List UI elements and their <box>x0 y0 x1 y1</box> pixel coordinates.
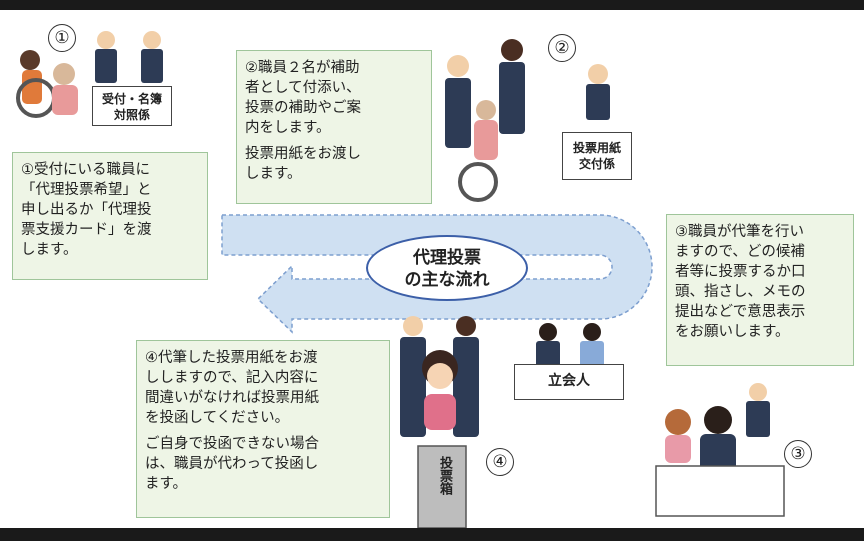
step-number-1: ① <box>48 24 76 52</box>
step-4-note: ④代筆した投票用紙をお渡 ししますので、記入内容に 間違いがなければ投票用紙 を… <box>136 340 390 518</box>
step-1-note: ①受付にいる職員に 「代理投票希望」と 申し出るか「代理投 票支援カード」を渡 … <box>12 152 208 280</box>
step-3-note: ③職員が代筆を行い ますので、どの候補 者等に投票するか口 頭、指さし、メモの … <box>666 214 854 366</box>
flow-arrow <box>221 214 653 334</box>
step-number-4: ④ <box>486 448 514 476</box>
people-ballot-box-icon <box>400 316 604 528</box>
observer-sign: 立会人 <box>514 364 624 400</box>
step-4-text-2: ご自身で投函できない場合 は、職員が代わって投函し ます。 <box>145 436 319 492</box>
flow-illustration <box>16 31 785 528</box>
ballot-box-label: 投票箱 <box>437 456 452 495</box>
people-assistants-icon <box>445 39 610 202</box>
diagram-canvas: ① ② ③ ④ 受付・名簿 対照係 投票用紙 交付係 立会人 投票箱 代理投票 … <box>0 10 864 528</box>
step-2-note: ②職員２名が補助 者として付添い、 投票の補助やご案 内をします。 投票用紙をお… <box>236 50 432 204</box>
ballot-issue-sign: 投票用紙 交付係 <box>562 132 632 180</box>
step-2-text-1: ②職員２名が補助 者として付添い、 投票の補助やご案 内をします。 <box>245 60 361 136</box>
flow-title: 代理投票 の主な流れ <box>366 235 528 301</box>
people-proxy-writer-icon <box>655 383 785 517</box>
step-2-text-2: 投票用紙をお渡し します。 <box>245 146 361 182</box>
reception-sign: 受付・名簿 対照係 <box>92 86 172 126</box>
step-number-2: ② <box>548 34 576 62</box>
step-4-text-1: ④代筆した投票用紙をお渡 ししますので、記入内容に 間違いがなければ投票用紙 を… <box>145 350 319 426</box>
step-number-3: ③ <box>784 440 812 468</box>
people-reception-icon <box>16 31 163 118</box>
step-1-text: ①受付にいる職員に 「代理投票希望」と 申し出るか「代理投 票支援カード」を渡 … <box>21 162 152 258</box>
step-3-text: ③職員が代筆を行い ますので、どの候補 者等に投票するか口 頭、指さし、メモの … <box>675 224 806 340</box>
